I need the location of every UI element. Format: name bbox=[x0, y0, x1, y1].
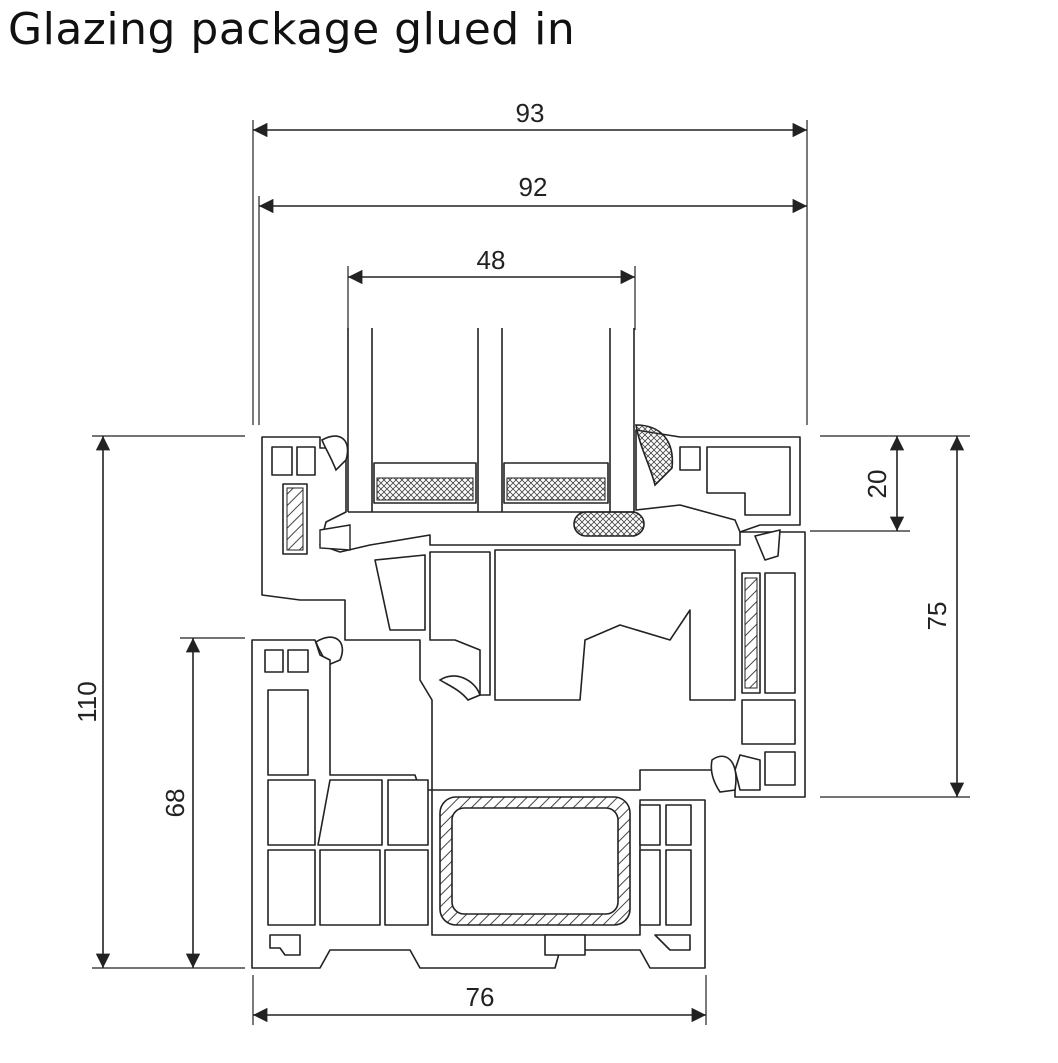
frame-profile bbox=[251, 639, 706, 969]
glazing-unit bbox=[347, 328, 635, 513]
dimension-frame-height: 68 bbox=[160, 637, 245, 968]
dimension-label-68: 68 bbox=[160, 789, 190, 818]
dimension-glazing-thickness: 48 bbox=[347, 245, 636, 330]
dimension-label-76: 76 bbox=[466, 982, 495, 1012]
dimension-label-75: 75 bbox=[922, 602, 952, 631]
dimension-label-110: 110 bbox=[72, 681, 102, 722]
dimension-glazing-bead-offset: 20 bbox=[810, 435, 970, 532]
dimension-label-93: 93 bbox=[516, 98, 545, 128]
glazing-bead bbox=[635, 429, 801, 561]
sash-profile bbox=[261, 436, 806, 798]
dimension-frame-width: 76 bbox=[252, 975, 707, 1025]
dimension-label-20: 20 bbox=[862, 470, 892, 499]
dimension-overall-width-top: 93 bbox=[252, 98, 808, 425]
page-title: Glazing package glued in bbox=[8, 4, 576, 55]
gaskets bbox=[315, 424, 737, 793]
dimension-overall-height: 110 bbox=[72, 435, 245, 969]
dimension-label-92: 92 bbox=[519, 172, 548, 202]
dimension-sash-width: 92 bbox=[258, 172, 807, 425]
dimension-label-48: 48 bbox=[477, 245, 506, 275]
dimension-sash-height: 75 bbox=[820, 436, 970, 798]
